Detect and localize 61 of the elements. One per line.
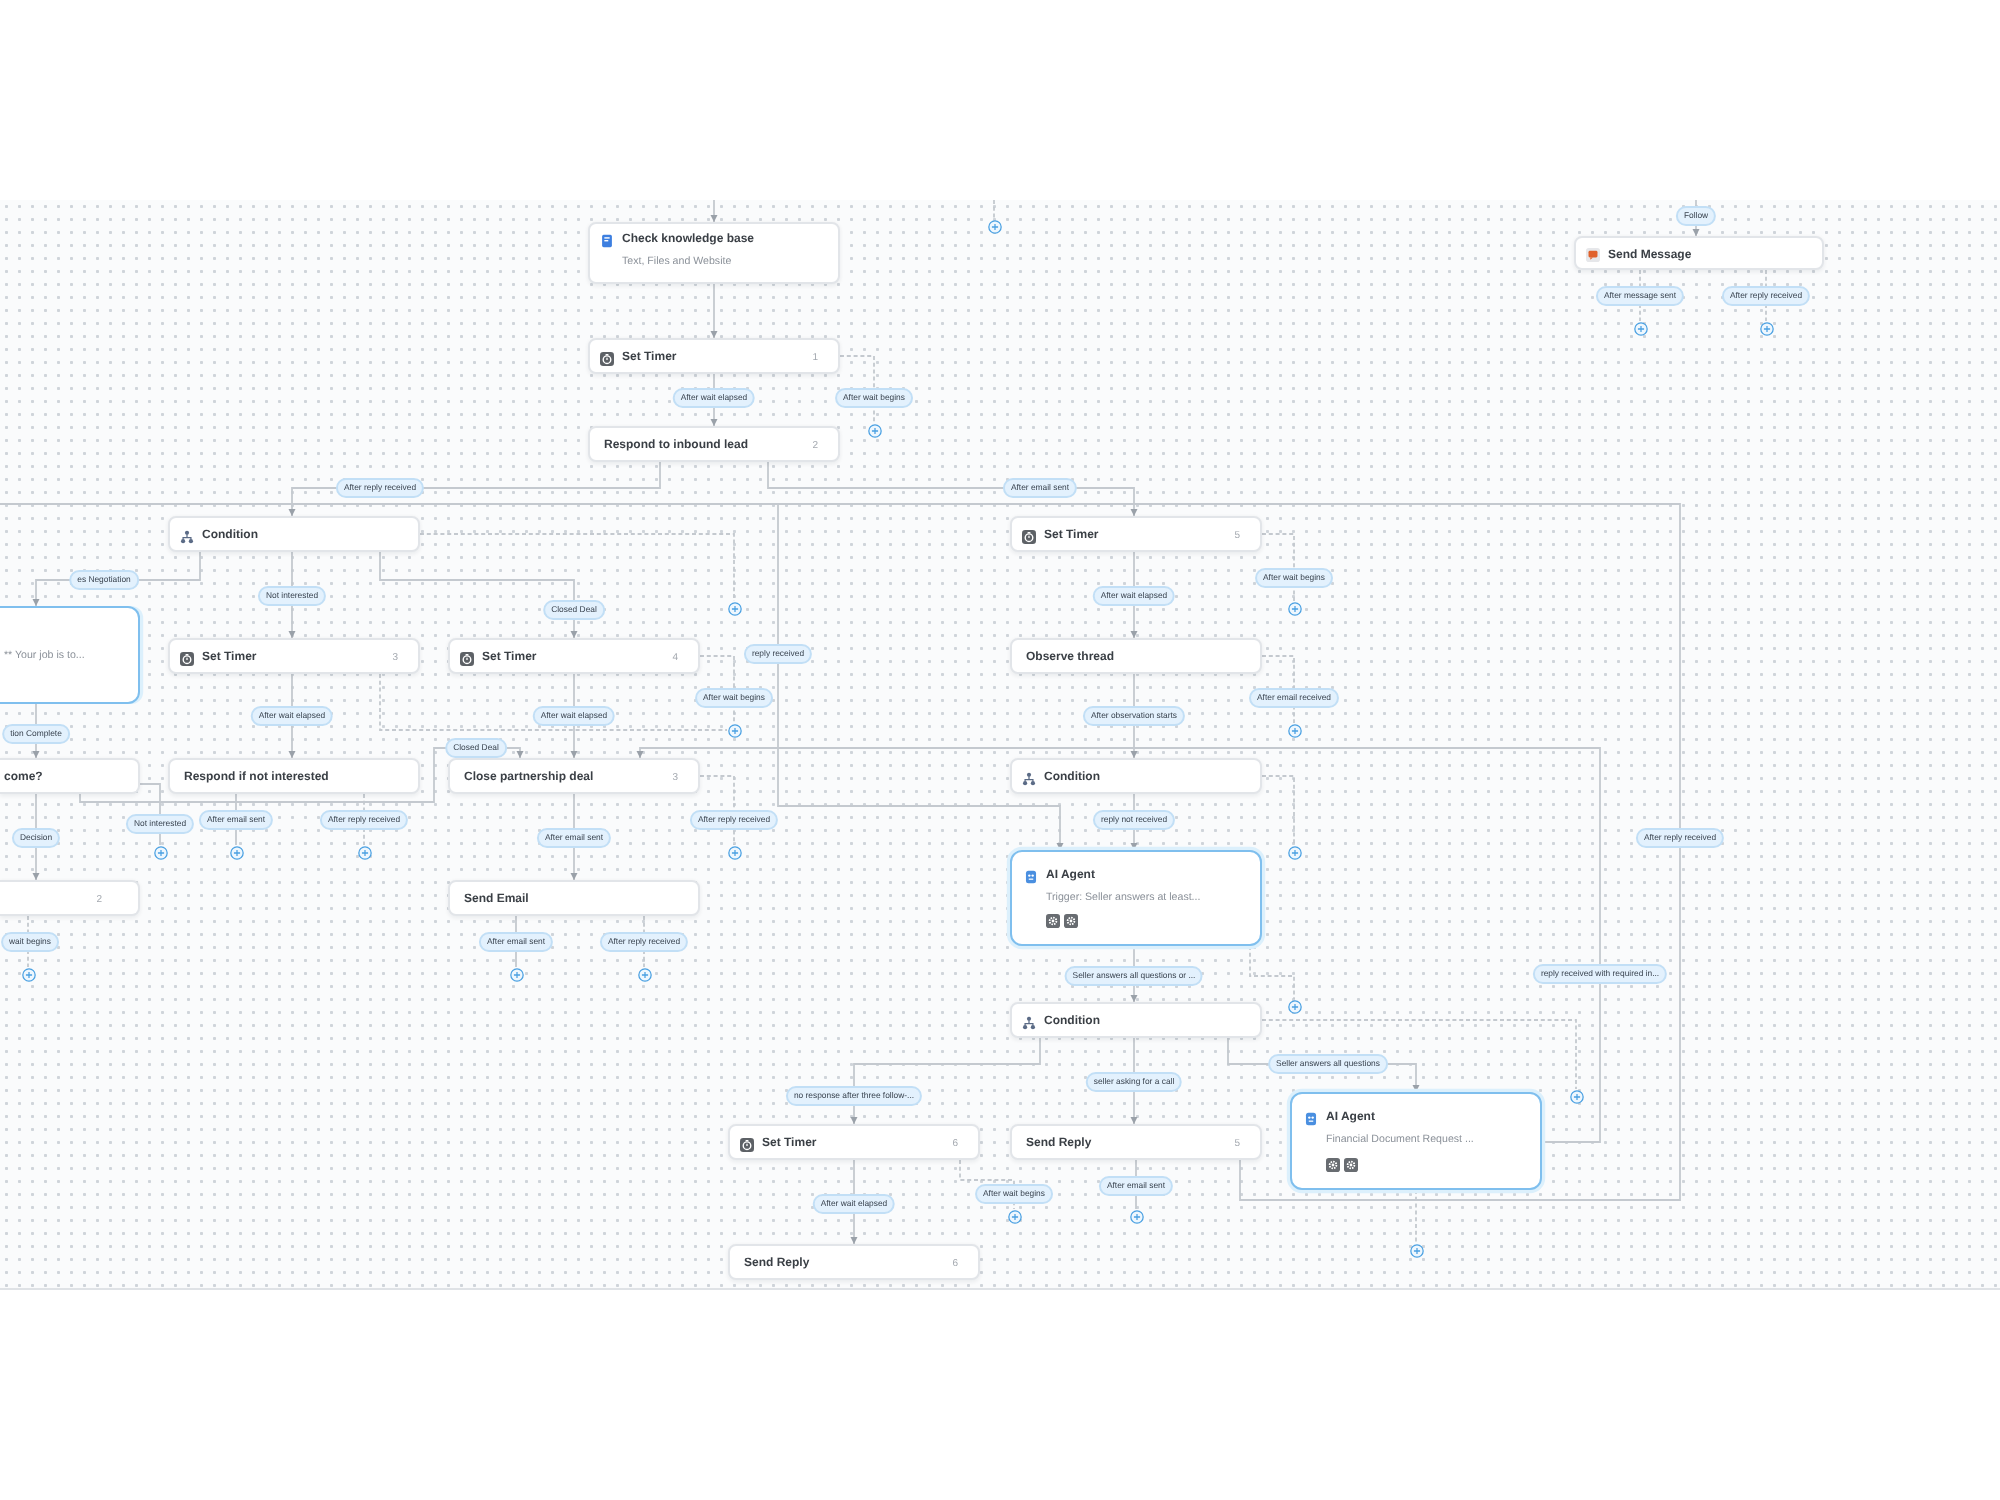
arrow: [379, 551, 578, 639]
step-card: [588, 426, 840, 462]
step-card: [0, 758, 140, 794]
add-step-icon: [1287, 601, 1301, 615]
step-card: [588, 338, 840, 374]
step-card: [0, 880, 140, 916]
add-step-icon: [987, 219, 1001, 233]
add-step-icon: [1569, 1089, 1583, 1103]
step-card: [588, 222, 840, 284]
dashed-connector-line: [993, 199, 995, 220]
add-step-icon: [637, 967, 651, 981]
add-step-icon: [727, 601, 741, 615]
add-step-icon: [21, 967, 35, 981]
arrow: [710, 283, 718, 339]
step-card: [1010, 1002, 1262, 1038]
step-card: [448, 758, 700, 794]
step-card: [1010, 758, 1262, 794]
add-step-icon: [727, 723, 741, 737]
add-step-icon: [229, 845, 243, 859]
dashed-connector-line: [1261, 1019, 1577, 1090]
step-card: [1574, 236, 1824, 270]
dashed-connector-line: [1261, 655, 1295, 724]
add-step-icon: [1633, 321, 1647, 335]
dashed-connector-line: [1261, 775, 1295, 846]
step-card: [448, 638, 700, 674]
add-step-icon: [1007, 1209, 1021, 1223]
agent-step-card: [1010, 850, 1262, 946]
add-step-icon: [1287, 723, 1301, 737]
dashed-connector-line: [699, 655, 735, 724]
arrow: [710, 199, 718, 223]
add-step-icon: [357, 845, 371, 859]
add-step-icon: [727, 845, 741, 859]
step-card: [168, 516, 420, 552]
step-card: [1010, 638, 1262, 674]
agent-step-card: [1290, 1092, 1542, 1190]
agent-step-card: [0, 606, 140, 704]
dashed-connector-line: [1261, 533, 1295, 602]
step-card: [448, 880, 700, 916]
step-card: [168, 638, 420, 674]
arrow: [636, 747, 1601, 1143]
add-step-icon: [1287, 999, 1301, 1013]
add-step-icon: [867, 423, 881, 437]
step-card: [1010, 1124, 1262, 1160]
add-step-icon: [1409, 1243, 1423, 1257]
arrow: [850, 1037, 1041, 1125]
add-step-icon: [1287, 845, 1301, 859]
step-card: [168, 758, 420, 794]
add-step-icon: [1129, 1209, 1143, 1223]
step-card: [728, 1244, 980, 1280]
dashed-connector-line: [839, 355, 875, 424]
dashed-connector-line: [379, 673, 728, 731]
connector-line: [0, 503, 1681, 1201]
dashed-connector-line: [699, 775, 735, 846]
step-card: [1010, 516, 1262, 552]
add-step-icon: [153, 845, 167, 859]
add-step-icon: [509, 967, 523, 981]
arrow: [777, 503, 1064, 851]
step-card: [728, 1124, 980, 1160]
dashed-connector-line: [959, 1159, 1015, 1210]
dashed-connector-line: [419, 533, 735, 602]
add-step-icon: [1759, 321, 1773, 335]
